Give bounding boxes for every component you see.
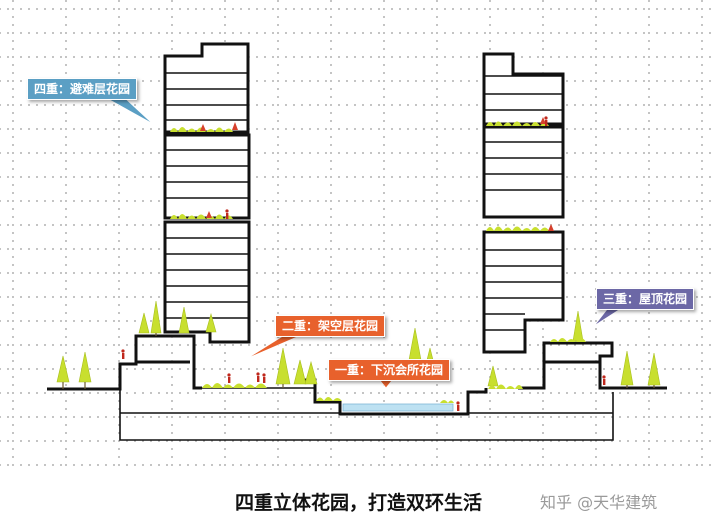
- person-icon: [262, 373, 266, 383]
- shrubs: [202, 338, 586, 403]
- person-icon: [225, 209, 229, 219]
- person-icon: [602, 375, 606, 385]
- shrub-icon: [440, 400, 454, 403]
- diagram-caption: 四重立体花园，打造双环生活: [234, 492, 482, 514]
- tree-icon: [178, 306, 190, 334]
- right-tower: [482, 52, 565, 354]
- callout-roof-garden: 三重：屋顶花园: [596, 288, 695, 310]
- callout-pointers: [106, 98, 624, 389]
- left-tower-floor-lines: [165, 72, 249, 319]
- callout-refuge-floor-garden: 四重：避难层花园: [27, 78, 138, 100]
- dotted-grid: [0, 0, 717, 470]
- callout-stilt-floor-garden: 二重：架空层花园: [275, 315, 386, 337]
- tree-icon: [293, 359, 307, 385]
- tree-icon: [205, 312, 217, 333]
- shrub-icon: [316, 397, 342, 401]
- watermark: 知乎 @天华建筑: [540, 493, 658, 512]
- refuge-floor-greenery: [170, 117, 554, 231]
- shrub-icon: [488, 384, 523, 389]
- person-icon: [227, 373, 231, 383]
- sunken-pool: [342, 403, 454, 412]
- tree-icon: [138, 312, 150, 334]
- shrub-icon: [550, 338, 586, 342]
- podium-section: [47, 334, 667, 416]
- person-icon: [121, 349, 125, 359]
- tree-icon: [304, 360, 318, 385]
- person-icon: [256, 372, 260, 382]
- left-tower: [163, 42, 251, 344]
- right-tower-floor-lines: [484, 75, 563, 331]
- shrub-icon: [202, 383, 267, 388]
- person-icon: [456, 401, 460, 411]
- people: [121, 116, 606, 411]
- person-icon: [544, 116, 548, 126]
- callout-sunken-clubhouse-garden: 一重：下沉会所花园: [328, 359, 451, 381]
